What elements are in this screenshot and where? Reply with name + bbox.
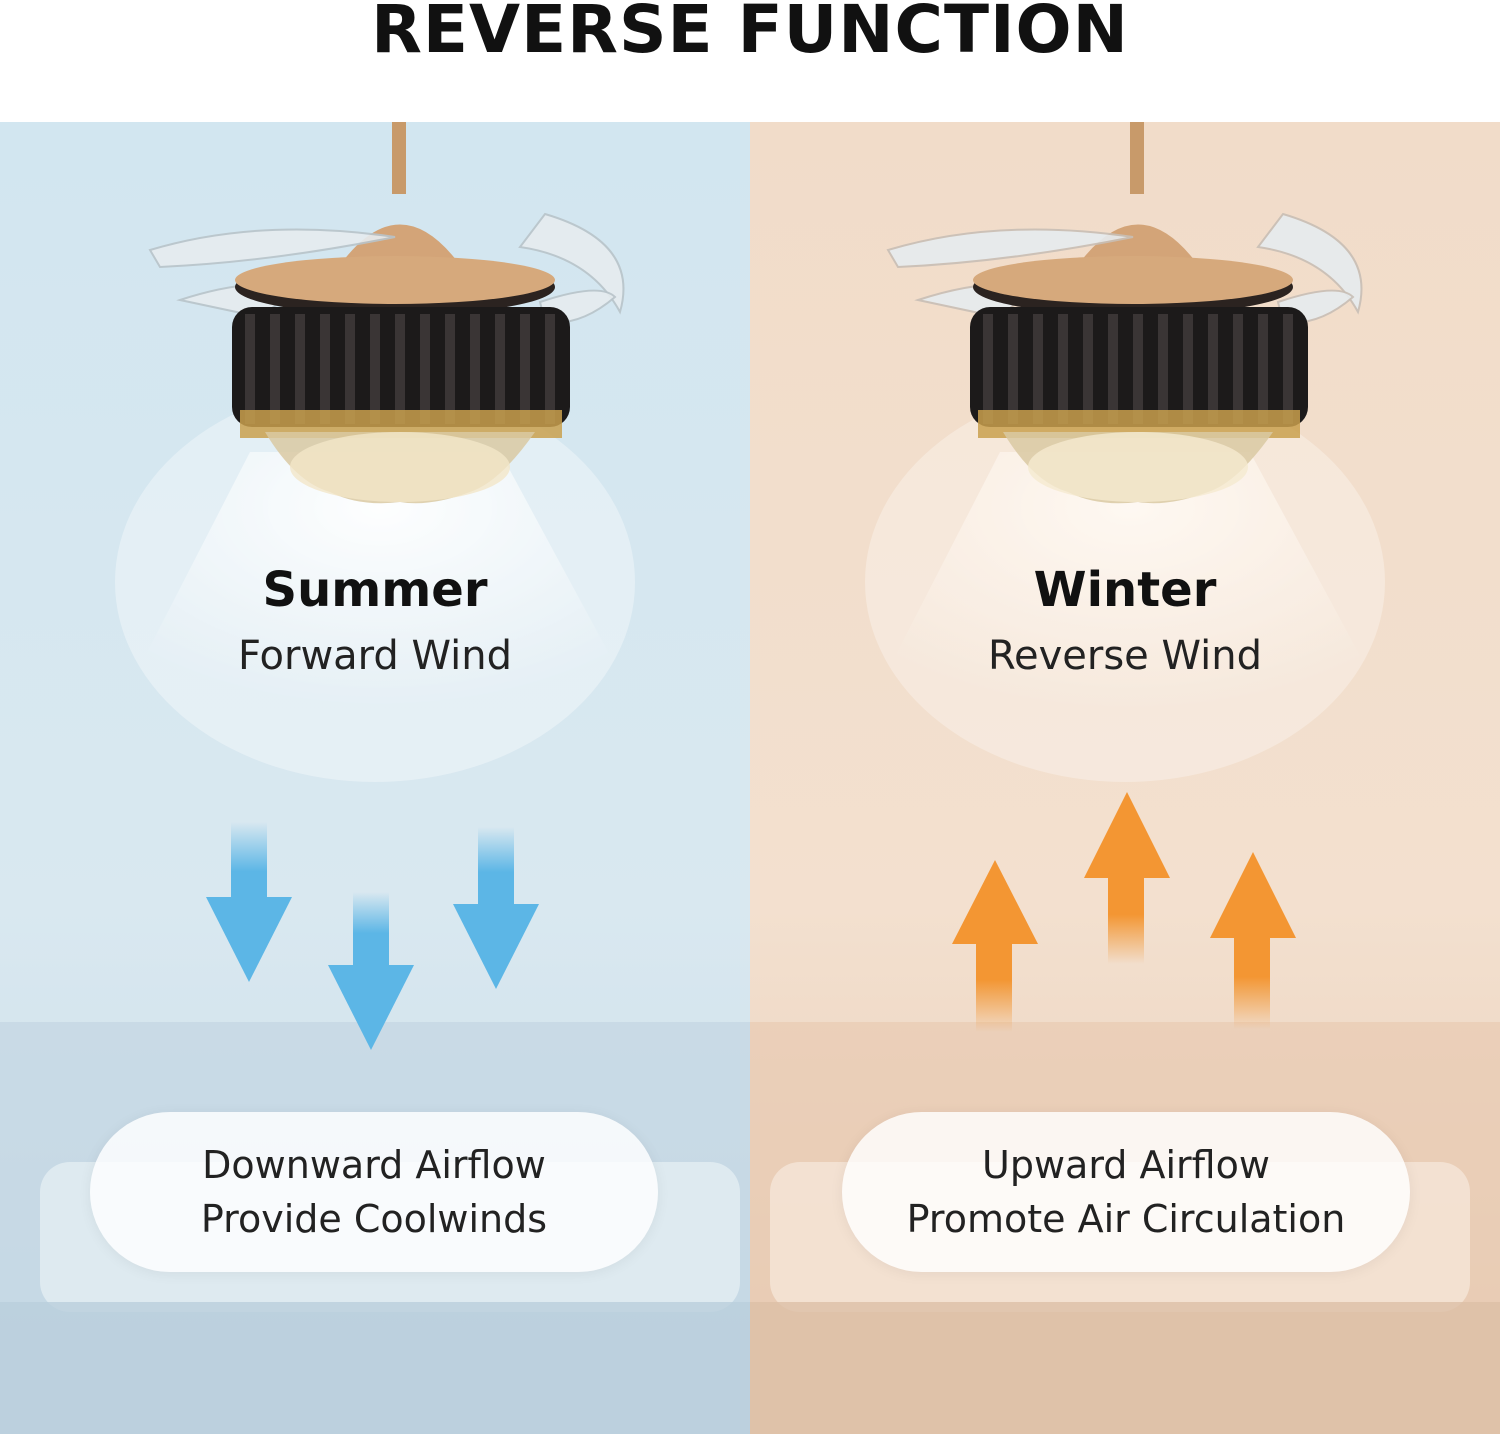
summer-airflow-text: Downward Airflow [202,1143,546,1187]
arrow-up-icon [1084,792,1170,964]
winter-benefit-text: Promote Air Circulation [906,1197,1346,1241]
summer-season-label: Summer [262,562,488,618]
summer-airflow-pill: Downward Airflow Provide Coolwinds [90,1112,658,1272]
winter-mode-label: Reverse Wind [987,633,1263,679]
page-title: REVERSE FUNCTION [371,0,1129,68]
arrow-down-icon [206,822,292,982]
summer-background [0,122,750,1434]
winter-airflow-pill: Upward Airflow Promote Air Circulation [842,1112,1410,1272]
ceiling-fan-icon [148,122,625,504]
summer-panel: Summer Forward Wind Downward Airflow Pro… [0,122,750,1434]
arrow-up-icon [1210,852,1296,1029]
summer-mode-label: Forward Wind [237,633,513,679]
summer-benefit-text: Provide Coolwinds [200,1197,548,1241]
winter-season-label: Winter [1033,562,1217,618]
ceiling-fan-icon [886,122,1363,504]
arrow-down-icon [453,827,539,989]
arrow-up-icon [952,860,1038,1032]
winter-airflow-text: Upward Airflow [982,1143,1270,1187]
winter-panel: Winter Reverse Wind Upward Airflow Promo… [750,122,1500,1434]
arrow-down-icon [328,892,414,1050]
